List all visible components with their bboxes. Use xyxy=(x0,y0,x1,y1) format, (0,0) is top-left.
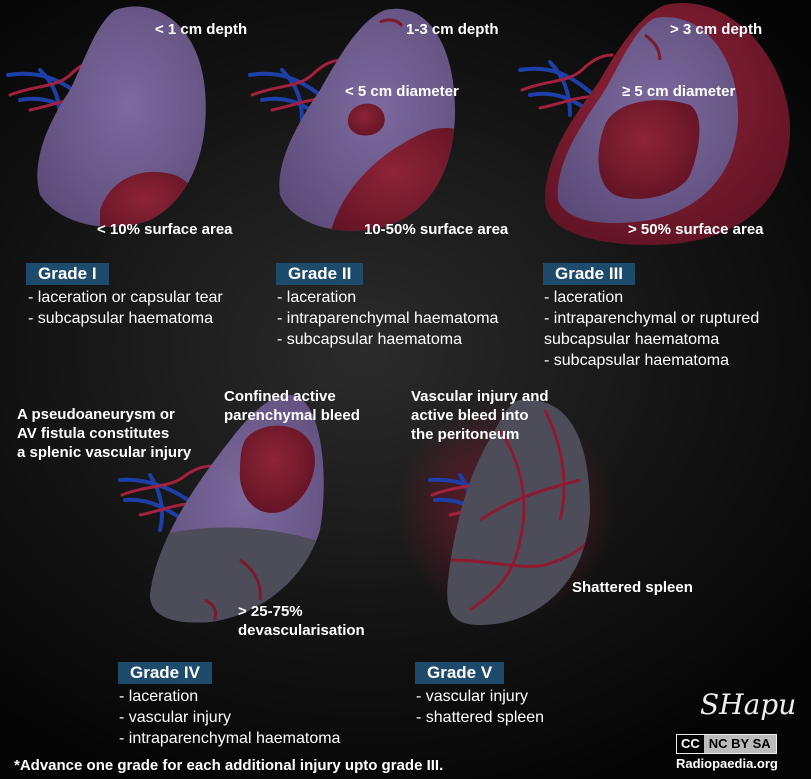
grade4-badge: Grade IV xyxy=(118,662,212,684)
list-item: - laceration xyxy=(544,289,624,306)
list-item: - vascular injury xyxy=(119,709,232,726)
list-item: - intraparenchymal haematoma xyxy=(119,730,341,747)
list-item: - laceration xyxy=(277,289,357,306)
grade5-spleen xyxy=(447,399,590,625)
cc-mark: CC xyxy=(677,735,704,753)
grade2-spleen xyxy=(279,8,455,231)
cc-license-badge: CC NC BY SA xyxy=(676,734,777,754)
grade3-diameter-label: ≥ 5 cm diameter xyxy=(622,83,736,100)
grade1-depth-label: < 1 cm depth xyxy=(155,21,248,38)
grade3-spleen xyxy=(545,2,790,245)
list-item: - subcapsular haematoma xyxy=(544,352,729,369)
grade2-list: - laceration - intraparenchymal haematom… xyxy=(277,287,498,350)
grade4-active-bleed xyxy=(239,425,315,513)
grade3-depth-label: > 3 cm depth xyxy=(670,21,763,38)
grade5-shattered-label: Shattered spleen xyxy=(572,579,693,596)
list-item: - subcapsular haematoma xyxy=(28,310,213,327)
list-item: - laceration or capsular tear xyxy=(28,289,223,306)
grade1-spleen xyxy=(37,6,206,227)
list-item: subcapsular haematoma xyxy=(544,331,720,348)
grade4-devasc-label: > 25-75%devascularisation xyxy=(238,603,365,639)
author-signature: SHapu xyxy=(700,688,797,721)
grade1-badge: Grade I xyxy=(26,263,109,285)
grade2-area-label: 10-50% surface area xyxy=(364,221,509,238)
grade2-diameter-label: < 5 cm diameter xyxy=(345,83,459,100)
grade3-badge: Grade III xyxy=(543,263,636,285)
grade3-area-label: > 50% surface area xyxy=(628,221,764,238)
list-item: - laceration xyxy=(119,688,199,705)
grade2-depth-label: 1-3 cm depth xyxy=(406,21,499,38)
list-item: - intraparenchymal haematoma xyxy=(277,310,499,327)
grade1-list: - laceration or capsular tear - subcapsu… xyxy=(28,287,223,329)
site-credit: Radiopaedia.org xyxy=(676,756,778,771)
grade4-list: - laceration - vascular injury - intrapa… xyxy=(119,686,340,749)
grade5-badge: Grade V xyxy=(415,662,505,684)
grade5-list: - vascular injury - shattered spleen xyxy=(416,686,544,728)
list-item: - shattered spleen xyxy=(416,709,545,726)
cc-terms: NC BY SA xyxy=(708,736,771,751)
list-item: - vascular injury xyxy=(416,688,529,705)
grade3-intraparenchymal-haematoma xyxy=(598,100,700,199)
footnote: *Advance one grade for each additional i… xyxy=(14,757,444,774)
list-item: - subcapsular haematoma xyxy=(277,331,462,348)
grade2-intraparenchymal-haematoma xyxy=(347,103,385,136)
list-item: - intraparenchymal or ruptured xyxy=(544,310,760,327)
grade2-badge: Grade II xyxy=(276,263,364,285)
grade3-list: - laceration - intraparenchymal or ruptu… xyxy=(544,287,759,371)
grade1-area-label: < 10% surface area xyxy=(97,221,233,238)
